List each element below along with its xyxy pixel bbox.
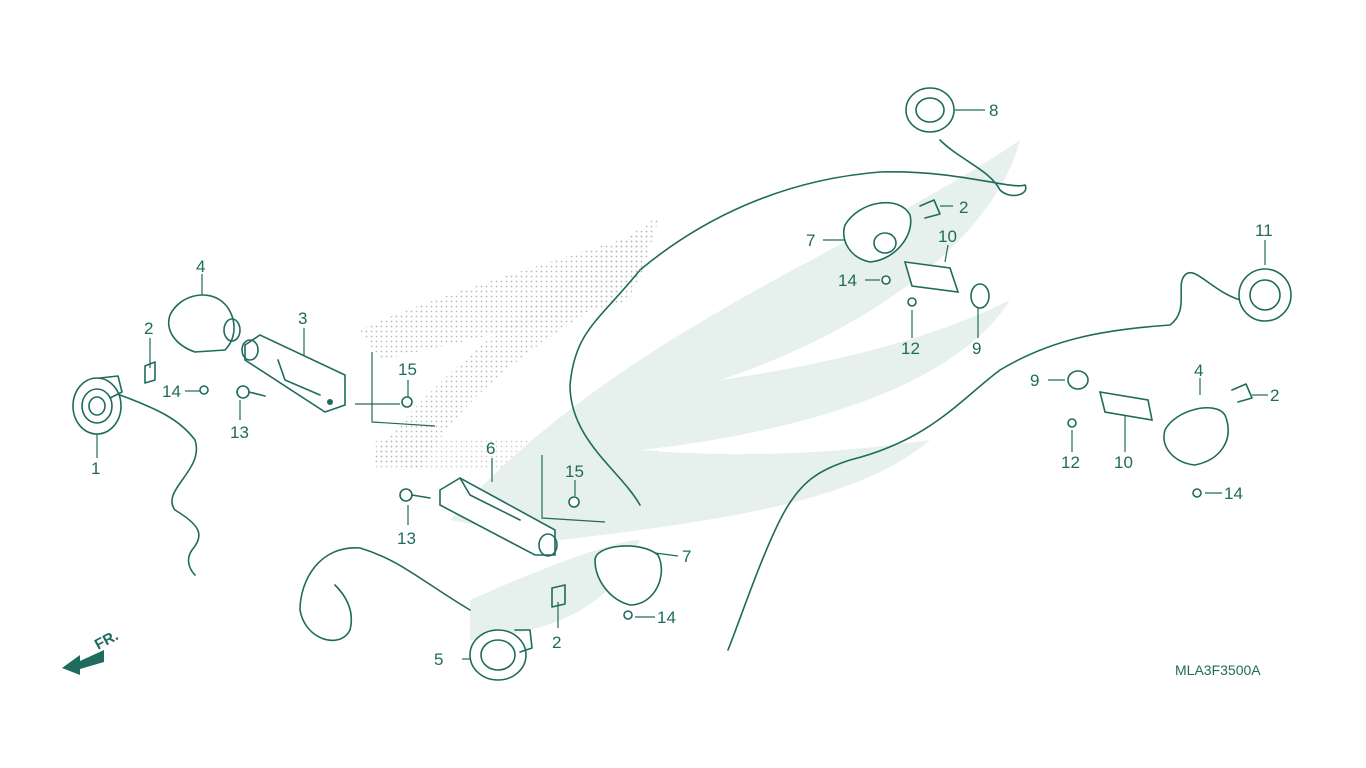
part-12-screw — [907, 297, 1077, 428]
callout-12: 12 — [1061, 453, 1080, 472]
callout-14: 14 — [657, 608, 676, 627]
callout-2: 2 — [1270, 386, 1279, 405]
front-direction-arrow: FR. — [62, 627, 121, 675]
callout-14: 14 — [838, 271, 857, 290]
callout-7: 7 — [682, 547, 691, 566]
callout-8: 8 — [989, 101, 998, 120]
part-3-winker-stay — [241, 334, 346, 413]
callout-10: 10 — [938, 227, 957, 246]
callout-14: 14 — [1224, 484, 1243, 503]
bolts — [199, 275, 1202, 620]
callout-4: 4 — [196, 257, 205, 276]
callout-15: 15 — [565, 462, 584, 481]
part-4-winker-lens-right — [1163, 407, 1229, 466]
leader-lines — [96, 109, 1268, 660]
callout-14: 14 — [162, 382, 181, 401]
callout-7: 7 — [806, 231, 815, 250]
callout-6: 6 — [486, 439, 495, 458]
direction-label: FR. — [92, 627, 121, 653]
callout-2: 2 — [552, 633, 561, 652]
callout-13: 13 — [397, 529, 416, 548]
callout-1: 1 — [91, 459, 100, 478]
callout-2: 2 — [959, 198, 968, 217]
part-10-bulb-socket — [903, 261, 1154, 421]
callout-10: 10 — [1114, 453, 1133, 472]
part-5-winker-base — [469, 629, 533, 681]
part-7-winker-lens — [594, 201, 912, 606]
callout-12: 12 — [901, 339, 920, 358]
diagram-code: MLA3F3500A — [1175, 662, 1261, 678]
callout-5: 5 — [434, 650, 443, 669]
part-6-winker-stay — [439, 477, 558, 557]
callout-3: 3 — [298, 309, 307, 328]
part-11-socket — [1238, 268, 1292, 322]
part-1-winker-base — [72, 375, 123, 435]
callout-9: 9 — [972, 339, 981, 358]
callout-11: 11 — [1255, 221, 1273, 240]
part-9-socket-cap — [970, 283, 1089, 390]
wiring — [119, 139, 1241, 651]
part-8-socket — [905, 87, 955, 133]
callout-9: 9 — [1030, 371, 1039, 390]
part-4-winker-lens — [168, 294, 241, 353]
callout-13: 13 — [230, 423, 249, 442]
callout-15: 15 — [398, 360, 417, 379]
callouts: 1 2 2 2 2 3 4 4 5 6 7 7 8 9 9 10 10 11 1… — [91, 101, 1279, 669]
callout-4: 4 — [1194, 361, 1203, 380]
part-2-clip — [144, 199, 1253, 608]
callout-2: 2 — [144, 319, 153, 338]
